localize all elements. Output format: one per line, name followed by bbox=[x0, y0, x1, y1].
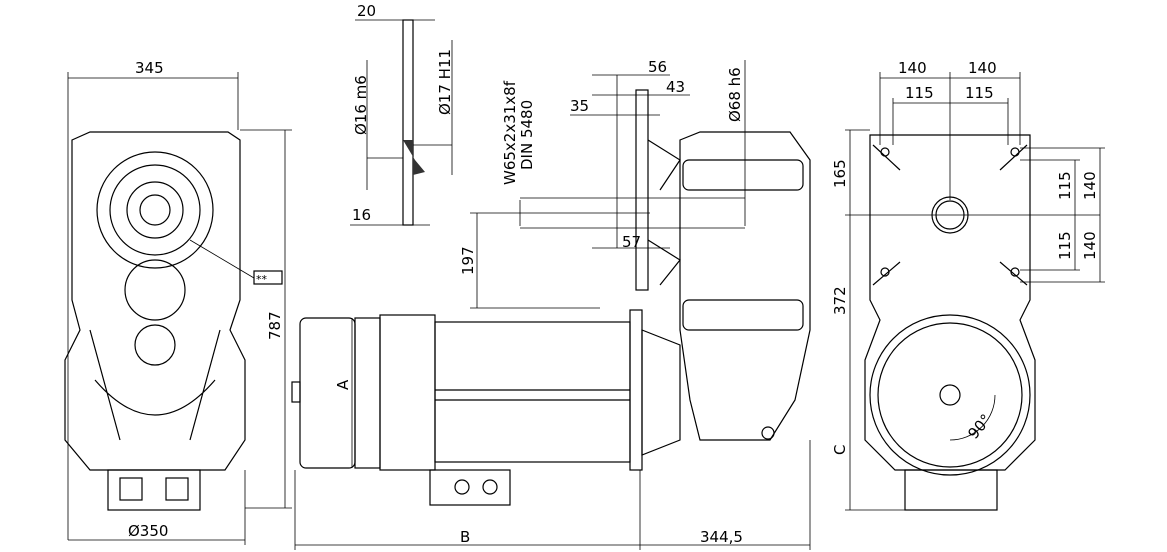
dim-56: 56 bbox=[648, 58, 667, 76]
dim-115-upper: 115 bbox=[1056, 171, 1074, 200]
dim-140-left: 140 bbox=[898, 59, 927, 77]
dim-57: 57 bbox=[622, 233, 641, 251]
dim-C: C bbox=[831, 445, 849, 455]
dim-115-left: 115 bbox=[905, 84, 934, 102]
dim-197: 197 bbox=[459, 246, 477, 275]
dim-372: 372 bbox=[831, 286, 849, 315]
dim-d16: Ø16 m6 bbox=[352, 75, 370, 135]
dim-140-right: 140 bbox=[968, 59, 997, 77]
front-view bbox=[64, 131, 283, 511]
dim-140-lower: 140 bbox=[1081, 231, 1099, 260]
dim-344-5: 344,5 bbox=[700, 528, 743, 546]
dim-115-right: 115 bbox=[965, 84, 994, 102]
dim-20: 20 bbox=[357, 2, 376, 20]
dim-140-upper: 140 bbox=[1081, 171, 1099, 200]
side-view bbox=[291, 89, 811, 506]
shaft-detail bbox=[350, 19, 453, 226]
dim-d17: Ø17 H11 bbox=[436, 49, 454, 115]
dim-43: 43 bbox=[666, 78, 685, 96]
dim-16: 16 bbox=[352, 206, 371, 224]
dim-A: A bbox=[334, 379, 352, 390]
dim-787: 787 bbox=[266, 311, 284, 340]
dim-165: 165 bbox=[831, 159, 849, 188]
dim-B: B bbox=[460, 528, 470, 546]
dim-d350: Ø350 bbox=[128, 522, 168, 540]
spline-standard: DIN 5480 bbox=[518, 100, 536, 170]
spline-spec: W65x2x31x8f bbox=[501, 80, 519, 185]
dim-d68: Ø68 h6 bbox=[726, 67, 744, 122]
dim-115-lower: 115 bbox=[1056, 231, 1074, 260]
marker-label: ** bbox=[256, 273, 268, 286]
dim-35: 35 bbox=[570, 97, 589, 115]
dim-345: 345 bbox=[135, 59, 164, 77]
